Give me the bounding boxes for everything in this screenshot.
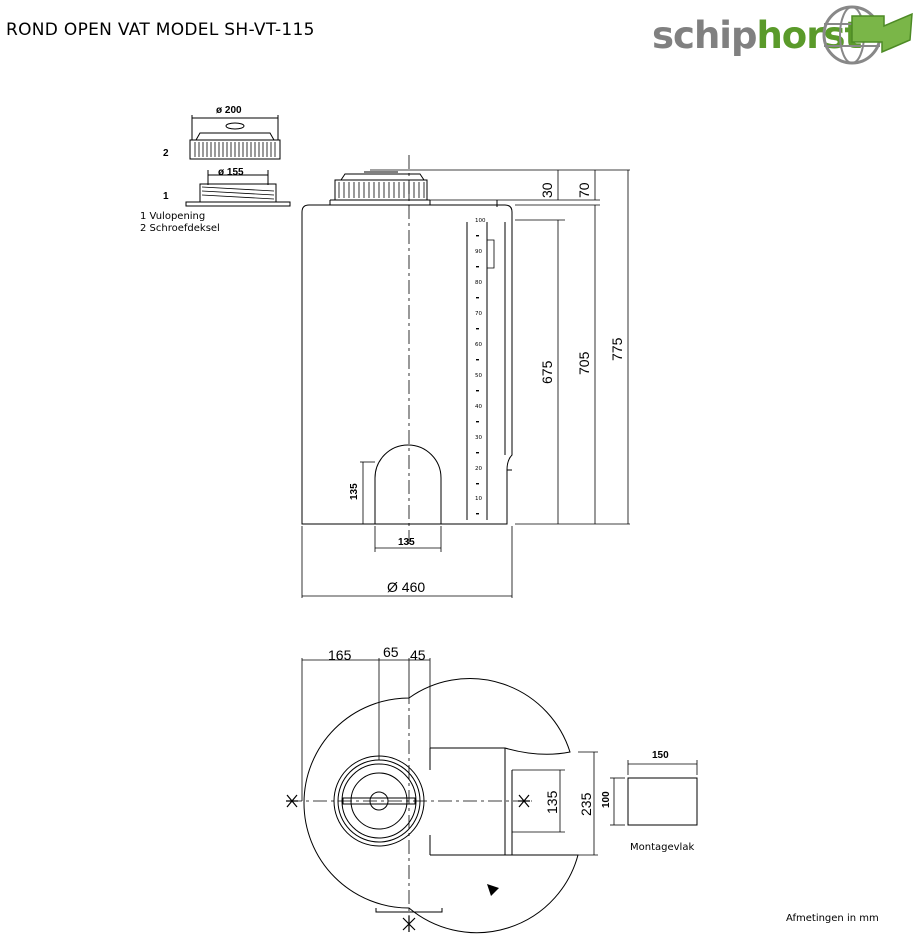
schiphorst-logo: schiphorst [652, 2, 918, 68]
side-dimension-labels: 30 70 675 705 775 Ø 460 [387, 182, 625, 595]
gauge-label: 50 [475, 373, 482, 379]
side-view-dimensions [301, 169, 630, 598]
dim-100: 100 [601, 791, 612, 808]
dim-65: 65 [383, 644, 399, 660]
fill-opening-detail [185, 170, 291, 207]
top-dimension-labels: 165 65 45 135 235 [328, 644, 594, 816]
dim-150: 150 [652, 750, 669, 761]
tank-side-view [301, 155, 513, 545]
gauge-label: 20 [475, 466, 482, 472]
dim-diameter-460: Ø 460 [387, 579, 425, 595]
gauge-label: 10 [475, 496, 482, 502]
units-note: Afmetingen in mm [786, 913, 879, 924]
dim-135: 135 [544, 790, 560, 814]
tank-top-view [288, 678, 579, 934]
gauge-label: 30 [475, 435, 482, 441]
dim-135-width: 135 [398, 537, 415, 548]
opening-dimension-labels: 135 135 150 100 [349, 483, 669, 808]
dim-675: 675 [539, 360, 555, 384]
legend-item-2: 2 Schroefdeksel [140, 223, 220, 234]
gauge-label: 90 [475, 249, 482, 255]
gauge-label: 70 [475, 311, 482, 317]
opening-diameter-label: ø 155 [218, 167, 244, 178]
gauge-label: 80 [475, 280, 482, 286]
dim-135-height: 135 [349, 483, 360, 500]
mounting-surface [610, 760, 698, 826]
page-title: ROND OPEN VAT MODEL SH-VT-115 [6, 20, 315, 40]
gauge-scale-labels: 100 90 80 70 60 50 40 30 20 10 [475, 218, 486, 502]
dim-70: 70 [576, 182, 592, 198]
logo-wordmark: schiphorst [652, 14, 862, 57]
top-view-dimensions [301, 658, 598, 856]
gauge-label: 60 [475, 342, 482, 348]
part-label-1: 1 [163, 191, 169, 202]
gauge-label: 100 [475, 218, 486, 224]
legend-item-1: 1 Vulopening [140, 211, 206, 222]
dim-165: 165 [328, 647, 352, 663]
dim-45: 45 [410, 647, 426, 663]
dim-235: 235 [578, 792, 594, 816]
legend: 1 Vulopening 2 Schroefdeksel [140, 211, 220, 235]
globe-icon [822, 5, 913, 65]
dim-30: 30 [539, 182, 555, 198]
dim-775: 775 [609, 337, 625, 361]
screw-cap-detail [189, 115, 281, 160]
mounting-surface-label: Montagevlak [630, 842, 695, 853]
part-label-2: 2 [163, 148, 169, 159]
logo-part-2: horst [756, 14, 862, 57]
gauge-label: 40 [475, 404, 482, 410]
part-labels: 2 1 ø 200 ø 155 [163, 105, 244, 202]
level-gauge-ticks [476, 235, 479, 515]
top-view-markers [286, 794, 530, 932]
cap-diameter-label: ø 200 [216, 105, 242, 116]
dim-705: 705 [576, 351, 592, 375]
logo-part-1: schip [652, 14, 757, 57]
